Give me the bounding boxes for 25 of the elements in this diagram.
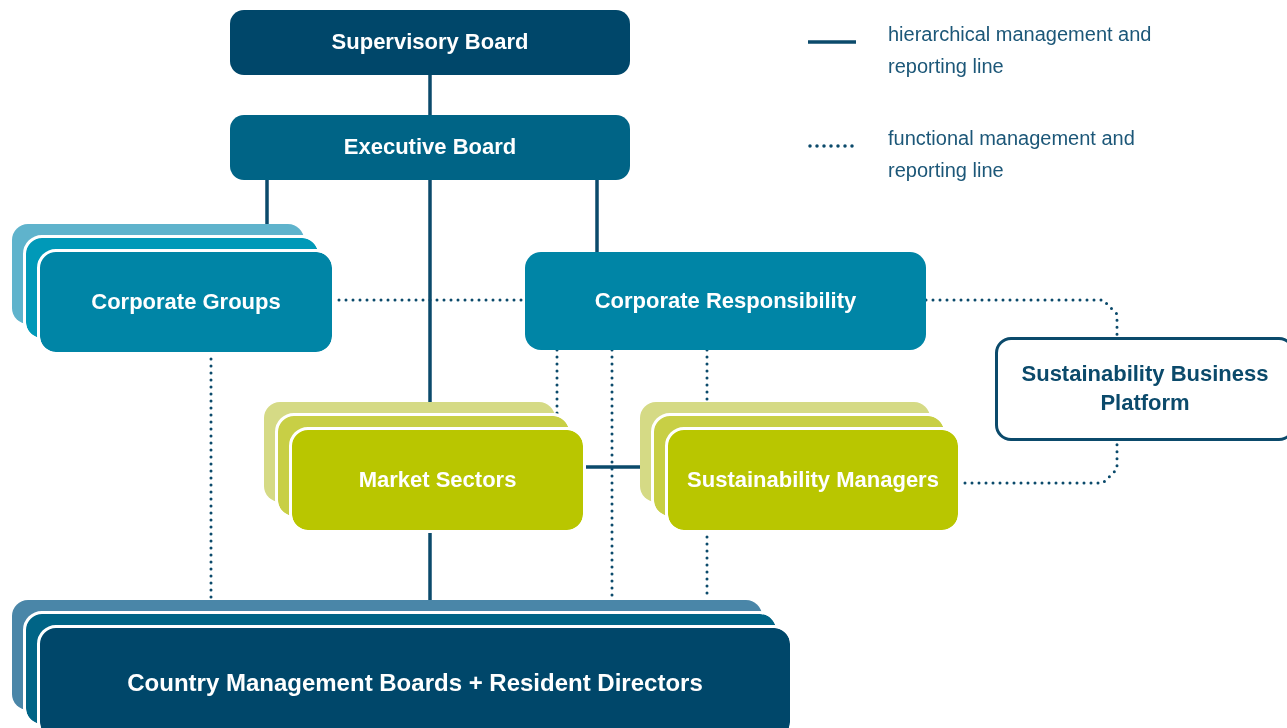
- stacked-box: [264, 402, 583, 530]
- legend-label: hierarchical management and reporting line: [888, 22, 1153, 79]
- dotted-line: [924, 298, 1119, 339]
- outlined-box: [995, 337, 1287, 441]
- stacked-box: [640, 402, 958, 530]
- box-label: Corporate Groups: [91, 287, 281, 316]
- box-label: Sustainability Managers: [687, 465, 939, 494]
- connector-line: [595, 180, 599, 252]
- box-label: Market Sectors: [358, 465, 517, 494]
- org-box: [230, 115, 630, 180]
- box-label: Country Management Boards + Resident Directors: [127, 668, 703, 699]
- connector-line: [428, 180, 432, 402]
- org-box: [230, 10, 630, 75]
- box-label: Sustainability Business Platform: [1020, 360, 1270, 417]
- legend-label: functional management and reporting line: [888, 126, 1136, 183]
- connector-line: [265, 180, 269, 224]
- box-label: Supervisory Board: [331, 28, 529, 57]
- stacked-box: [12, 224, 332, 352]
- box-label: Executive Board: [343, 133, 517, 162]
- connector-line: [428, 75, 432, 115]
- org-box: [525, 252, 926, 350]
- connector-line: [428, 530, 432, 600]
- box-label: Corporate Responsibility: [594, 286, 857, 315]
- connector-line: [583, 465, 640, 469]
- stacked-box: [12, 600, 790, 728]
